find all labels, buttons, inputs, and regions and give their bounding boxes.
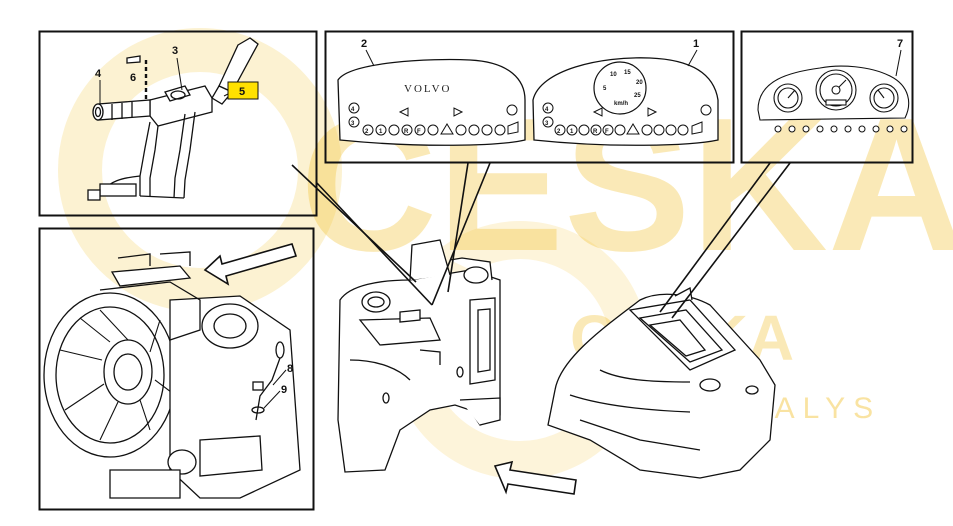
- transmission-housing: [43, 251, 301, 499]
- callout-6: 6: [130, 72, 136, 84]
- view-arrow-left: [203, 243, 298, 286]
- gear-selector-panel: [38, 30, 318, 217]
- lever-tube: [97, 99, 151, 121]
- callout-5: 5: [239, 86, 245, 98]
- sensor: [255, 357, 281, 421]
- indicator-lamp: [506, 104, 518, 116]
- lever-handle: [218, 37, 259, 93]
- decal-left-outline: [337, 58, 526, 146]
- decal-left: VOLVO 4 3 2 1 R F: [337, 58, 526, 146]
- gear-f-right: F: [605, 129, 609, 135]
- turn-indicators-right: [592, 107, 658, 117]
- gear-f-left: F: [417, 129, 421, 135]
- gear-1-left: 1: [379, 129, 383, 135]
- view-arrow-bottom: [493, 460, 577, 495]
- speed-20: 20: [636, 80, 643, 86]
- callout-9: 9: [281, 384, 287, 396]
- gear-3-right: 3: [545, 121, 549, 127]
- speed-25: 25: [634, 93, 641, 99]
- decal-right: 10 15 20 25 5 km/h 4 3 2 1 R F: [532, 57, 719, 146]
- steering-console: [337, 239, 501, 473]
- turn-indicators: [398, 107, 464, 117]
- speed-5: 5: [603, 86, 607, 92]
- gear-4-right: 4: [545, 107, 549, 113]
- leader-lines: [291, 162, 791, 319]
- callout-3: 3: [172, 45, 178, 57]
- gear-2-right: 2: [557, 129, 561, 135]
- leader-selector: [315, 181, 433, 306]
- transmission-panel: [38, 227, 315, 511]
- gear-r-left: R: [404, 129, 409, 135]
- top-cover: [110, 265, 192, 287]
- speed-10: 10: [610, 72, 617, 78]
- watermark-ring: [58, 28, 342, 312]
- callout-8: 8: [287, 363, 293, 375]
- dashboard-cowl: [547, 287, 776, 479]
- instrument-decal-panel: [324, 30, 735, 164]
- speedometer-dial: [593, 61, 647, 115]
- converter-housing: [43, 292, 177, 458]
- output-flange: [201, 303, 259, 349]
- callout-2: 2: [361, 38, 367, 50]
- speed-unit: km/h: [614, 101, 628, 107]
- leader-cluster: [671, 162, 791, 319]
- instrument-cluster: [757, 65, 910, 133]
- gear-r-right: R: [593, 129, 598, 135]
- callout-4: 4: [95, 68, 102, 80]
- gear-4-left: 4: [351, 107, 355, 113]
- callout-1: 1: [693, 38, 699, 50]
- connector: [99, 183, 137, 197]
- leader-decal: [447, 162, 469, 293]
- volvo-brand: VOLVO: [404, 83, 452, 95]
- bracket-arm: [139, 121, 151, 196]
- speed-15: 15: [624, 70, 631, 76]
- gear-1-right: 1: [570, 129, 574, 135]
- callout-5-highlight: [227, 81, 259, 100]
- instrument-cluster-panel: [740, 30, 914, 164]
- gear-3-left: 3: [351, 121, 355, 127]
- callout-7: 7: [897, 38, 903, 50]
- gear-selector-lever: [87, 37, 259, 201]
- gear-2-left: 2: [365, 129, 369, 135]
